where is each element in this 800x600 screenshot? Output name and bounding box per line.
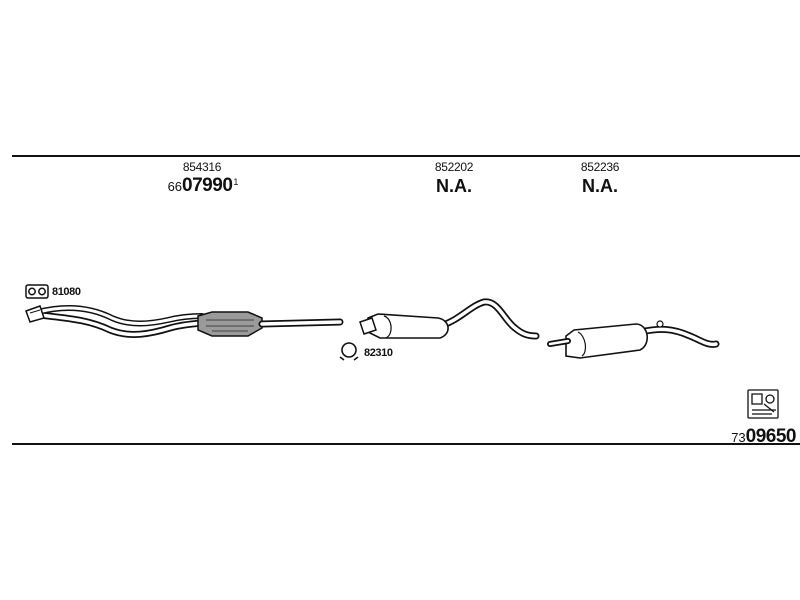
front-pipe-with-converter <box>25 305 344 338</box>
price-1-suffix: 1 <box>233 176 239 187</box>
gasket-icon <box>25 284 49 299</box>
reference-prefix: 73 <box>731 430 746 445</box>
top-rule <box>12 155 800 157</box>
reference-number: 7309650 <box>731 426 796 448</box>
price-1: 66079901 <box>148 175 258 197</box>
status-3: N.A. <box>582 176 618 196</box>
manual-book-icon <box>747 389 779 419</box>
clamp-code: 82310 <box>364 347 393 359</box>
part-number-1: 854316 <box>182 160 222 174</box>
reference-main: 09650 <box>745 426 797 447</box>
centre-silencer <box>359 298 540 340</box>
part-number-2: 852202 <box>434 160 474 174</box>
bottom-rule <box>12 443 800 445</box>
rear-silencer <box>547 320 720 359</box>
part-number-3: 852236 <box>580 160 620 174</box>
gasket-code: 81080 <box>52 286 81 298</box>
status-2: N.A. <box>436 176 472 196</box>
price-1-prefix: 66 <box>167 179 183 194</box>
clamp-icon <box>339 342 359 361</box>
price-1-main: 07990 <box>182 175 233 196</box>
